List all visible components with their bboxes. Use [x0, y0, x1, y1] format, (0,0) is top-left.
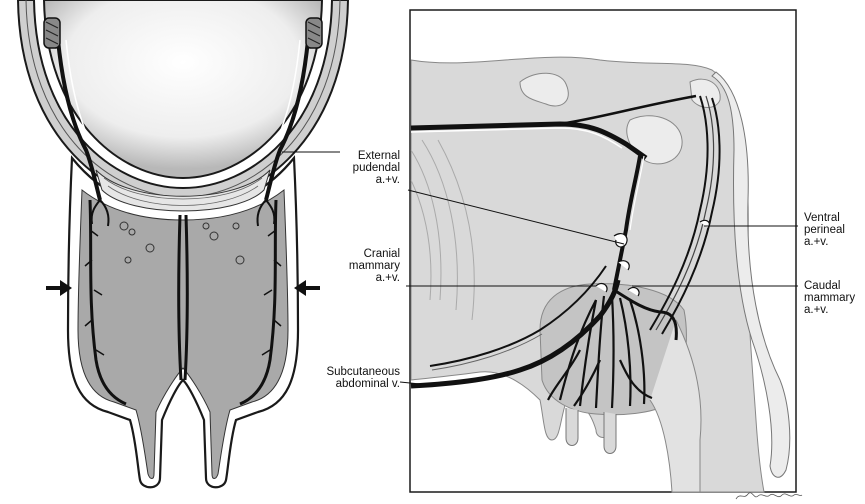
label-cranial-mammary: Cranial mammary a.+v.	[330, 248, 400, 284]
label-caudal-mammary: Caudal mammary a.+v.	[804, 280, 864, 316]
udder-cross-section	[18, 0, 348, 487]
lateral-view-panel	[410, 10, 796, 492]
label-subcutaneous-abdominal: Subcutaneous abdominal v.	[300, 366, 400, 390]
udder-gland-tissue	[78, 190, 288, 479]
label-external-pudendal: External pudendal a.+v.	[330, 150, 400, 186]
artist-signature	[734, 490, 804, 502]
label-ventral-perineal: Ventral perineal a.+v.	[804, 212, 864, 248]
inguinal-node-left	[44, 18, 60, 48]
inguinal-node-right	[306, 18, 322, 48]
